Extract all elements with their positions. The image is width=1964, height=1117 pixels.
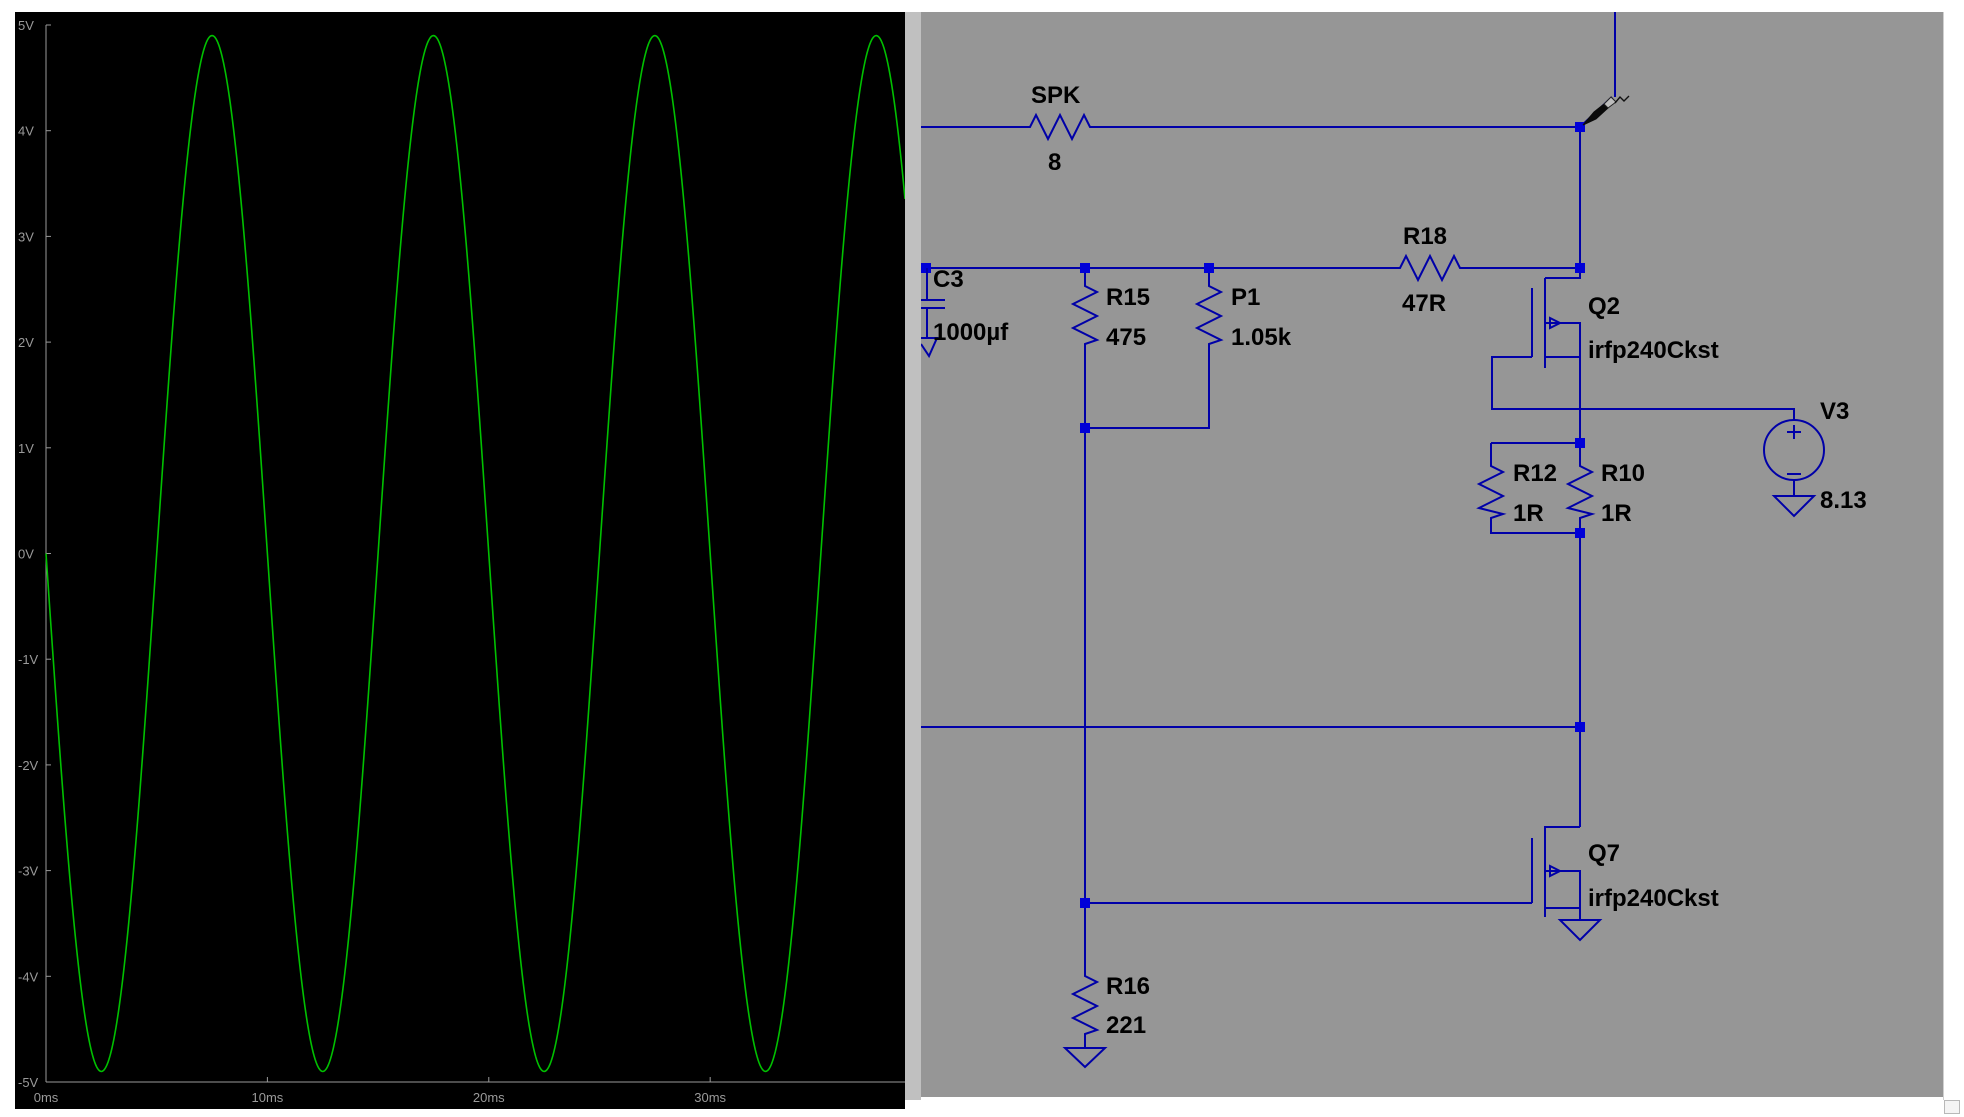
capacitor-c3[interactable]: C3 1000µf [921, 266, 1009, 359]
r18-value-label: 47R [1402, 290, 1446, 317]
schematic-canvas[interactable]: SPK 8 R18 47R C3 1000µf R15 475 [921, 12, 1943, 1097]
y-tick-label: 0V [18, 547, 34, 562]
pane-divider[interactable] [905, 12, 921, 1100]
p1-ref-label: P1 [1231, 284, 1260, 311]
waveform-viewer[interactable]: 5V 4V 3V 2V 1V 0V -1V -2V -3V -4V -5V 0ms 10ms 20ms 3… [0, 0, 905, 1117]
vertical-scrollbar[interactable] [1943, 12, 1964, 1100]
x-tick-label: 10ms [251, 1090, 283, 1105]
resistor-r10[interactable]: R10 1R [1565, 460, 1645, 527]
junctions [921, 122, 1585, 908]
resize-grip[interactable] [1944, 1100, 1960, 1114]
voltage-probe-icon [1582, 95, 1630, 126]
q2-ref-label: Q2 [1588, 293, 1620, 320]
y-tick-label: -2V [18, 758, 39, 773]
y-tick-label: -1V [18, 652, 39, 667]
r18-ref-label: R18 [1403, 223, 1447, 250]
resistor-spk[interactable]: SPK 8 [1022, 82, 1094, 176]
y-tick-label: -4V [18, 969, 39, 984]
c3-value-label: 1000µf [933, 319, 1009, 346]
y-tick-label: 1V [18, 441, 34, 456]
wires [921, 12, 1795, 1048]
y-tick-label: 4V [18, 124, 34, 139]
resistor-r15[interactable]: R15 475 [1070, 278, 1150, 351]
resistor-r16[interactable]: R16 221 [1062, 968, 1150, 1069]
r15-ref-label: R15 [1106, 284, 1150, 311]
r12-ref-label: R12 [1513, 460, 1557, 487]
r10-value-label: 1R [1601, 500, 1632, 527]
y-tick-label: -3V [18, 864, 39, 879]
spk-ref-label: SPK [1031, 82, 1081, 109]
x-tick-label: 30ms [694, 1090, 726, 1105]
r16-value-label: 221 [1106, 1012, 1146, 1039]
spk-value-label: 8 [1048, 149, 1061, 176]
resistor-p1[interactable]: P1 1.05k [1194, 278, 1292, 351]
resistor-r12[interactable]: R12 1R [1476, 460, 1557, 527]
q7-ref-label: Q7 [1588, 840, 1620, 867]
x-tick-label: 20ms [473, 1090, 505, 1105]
y-tick-label: -5V [18, 1075, 39, 1090]
v3-ref-label: V3 [1820, 398, 1849, 425]
q2-value-label: irfp240Ckst [1588, 337, 1719, 364]
plot-background [15, 12, 905, 1109]
schematic-editor[interactable]: SPK 8 R18 47R C3 1000µf R15 475 [921, 12, 1943, 1097]
r16-ref-label: R16 [1106, 973, 1150, 1000]
r15-value-label: 475 [1106, 324, 1146, 351]
y-tick-label: 3V [18, 229, 34, 244]
y-axis: 5V 4V 3V 2V 1V 0V -1V -2V -3V -4V -5V [18, 18, 51, 1090]
y-tick-label: 2V [18, 335, 34, 350]
c3-ref-label: C3 [933, 266, 964, 293]
p1-value-label: 1.05k [1231, 324, 1292, 351]
waveform-trace[interactable] [45, 34, 905, 1073]
q7-value-label: irfp240Ckst [1588, 885, 1719, 912]
mosfet-q7[interactable]: Q7 irfp240Ckst [1544, 827, 1719, 942]
voltage-source-v3[interactable]: V3 8.13 [1763, 398, 1867, 518]
x-axis: 0ms 10ms 20ms 30ms [34, 1077, 905, 1105]
r10-ref-label: R10 [1601, 460, 1645, 487]
waveform-plot[interactable]: 5V 4V 3V 2V 1V 0V -1V -2V -3V -4V -5V 0ms 10ms 20ms 3… [0, 0, 905, 1117]
x-tick-label: 0ms [34, 1090, 59, 1105]
resistor-r18[interactable]: R18 47R [1392, 223, 1468, 317]
mosfet-q2[interactable]: Q2 irfp240Ckst [1544, 278, 1719, 368]
r12-value-label: 1R [1513, 500, 1544, 527]
v3-value-label: 8.13 [1820, 487, 1867, 514]
y-tick-label: 5V [18, 18, 34, 33]
